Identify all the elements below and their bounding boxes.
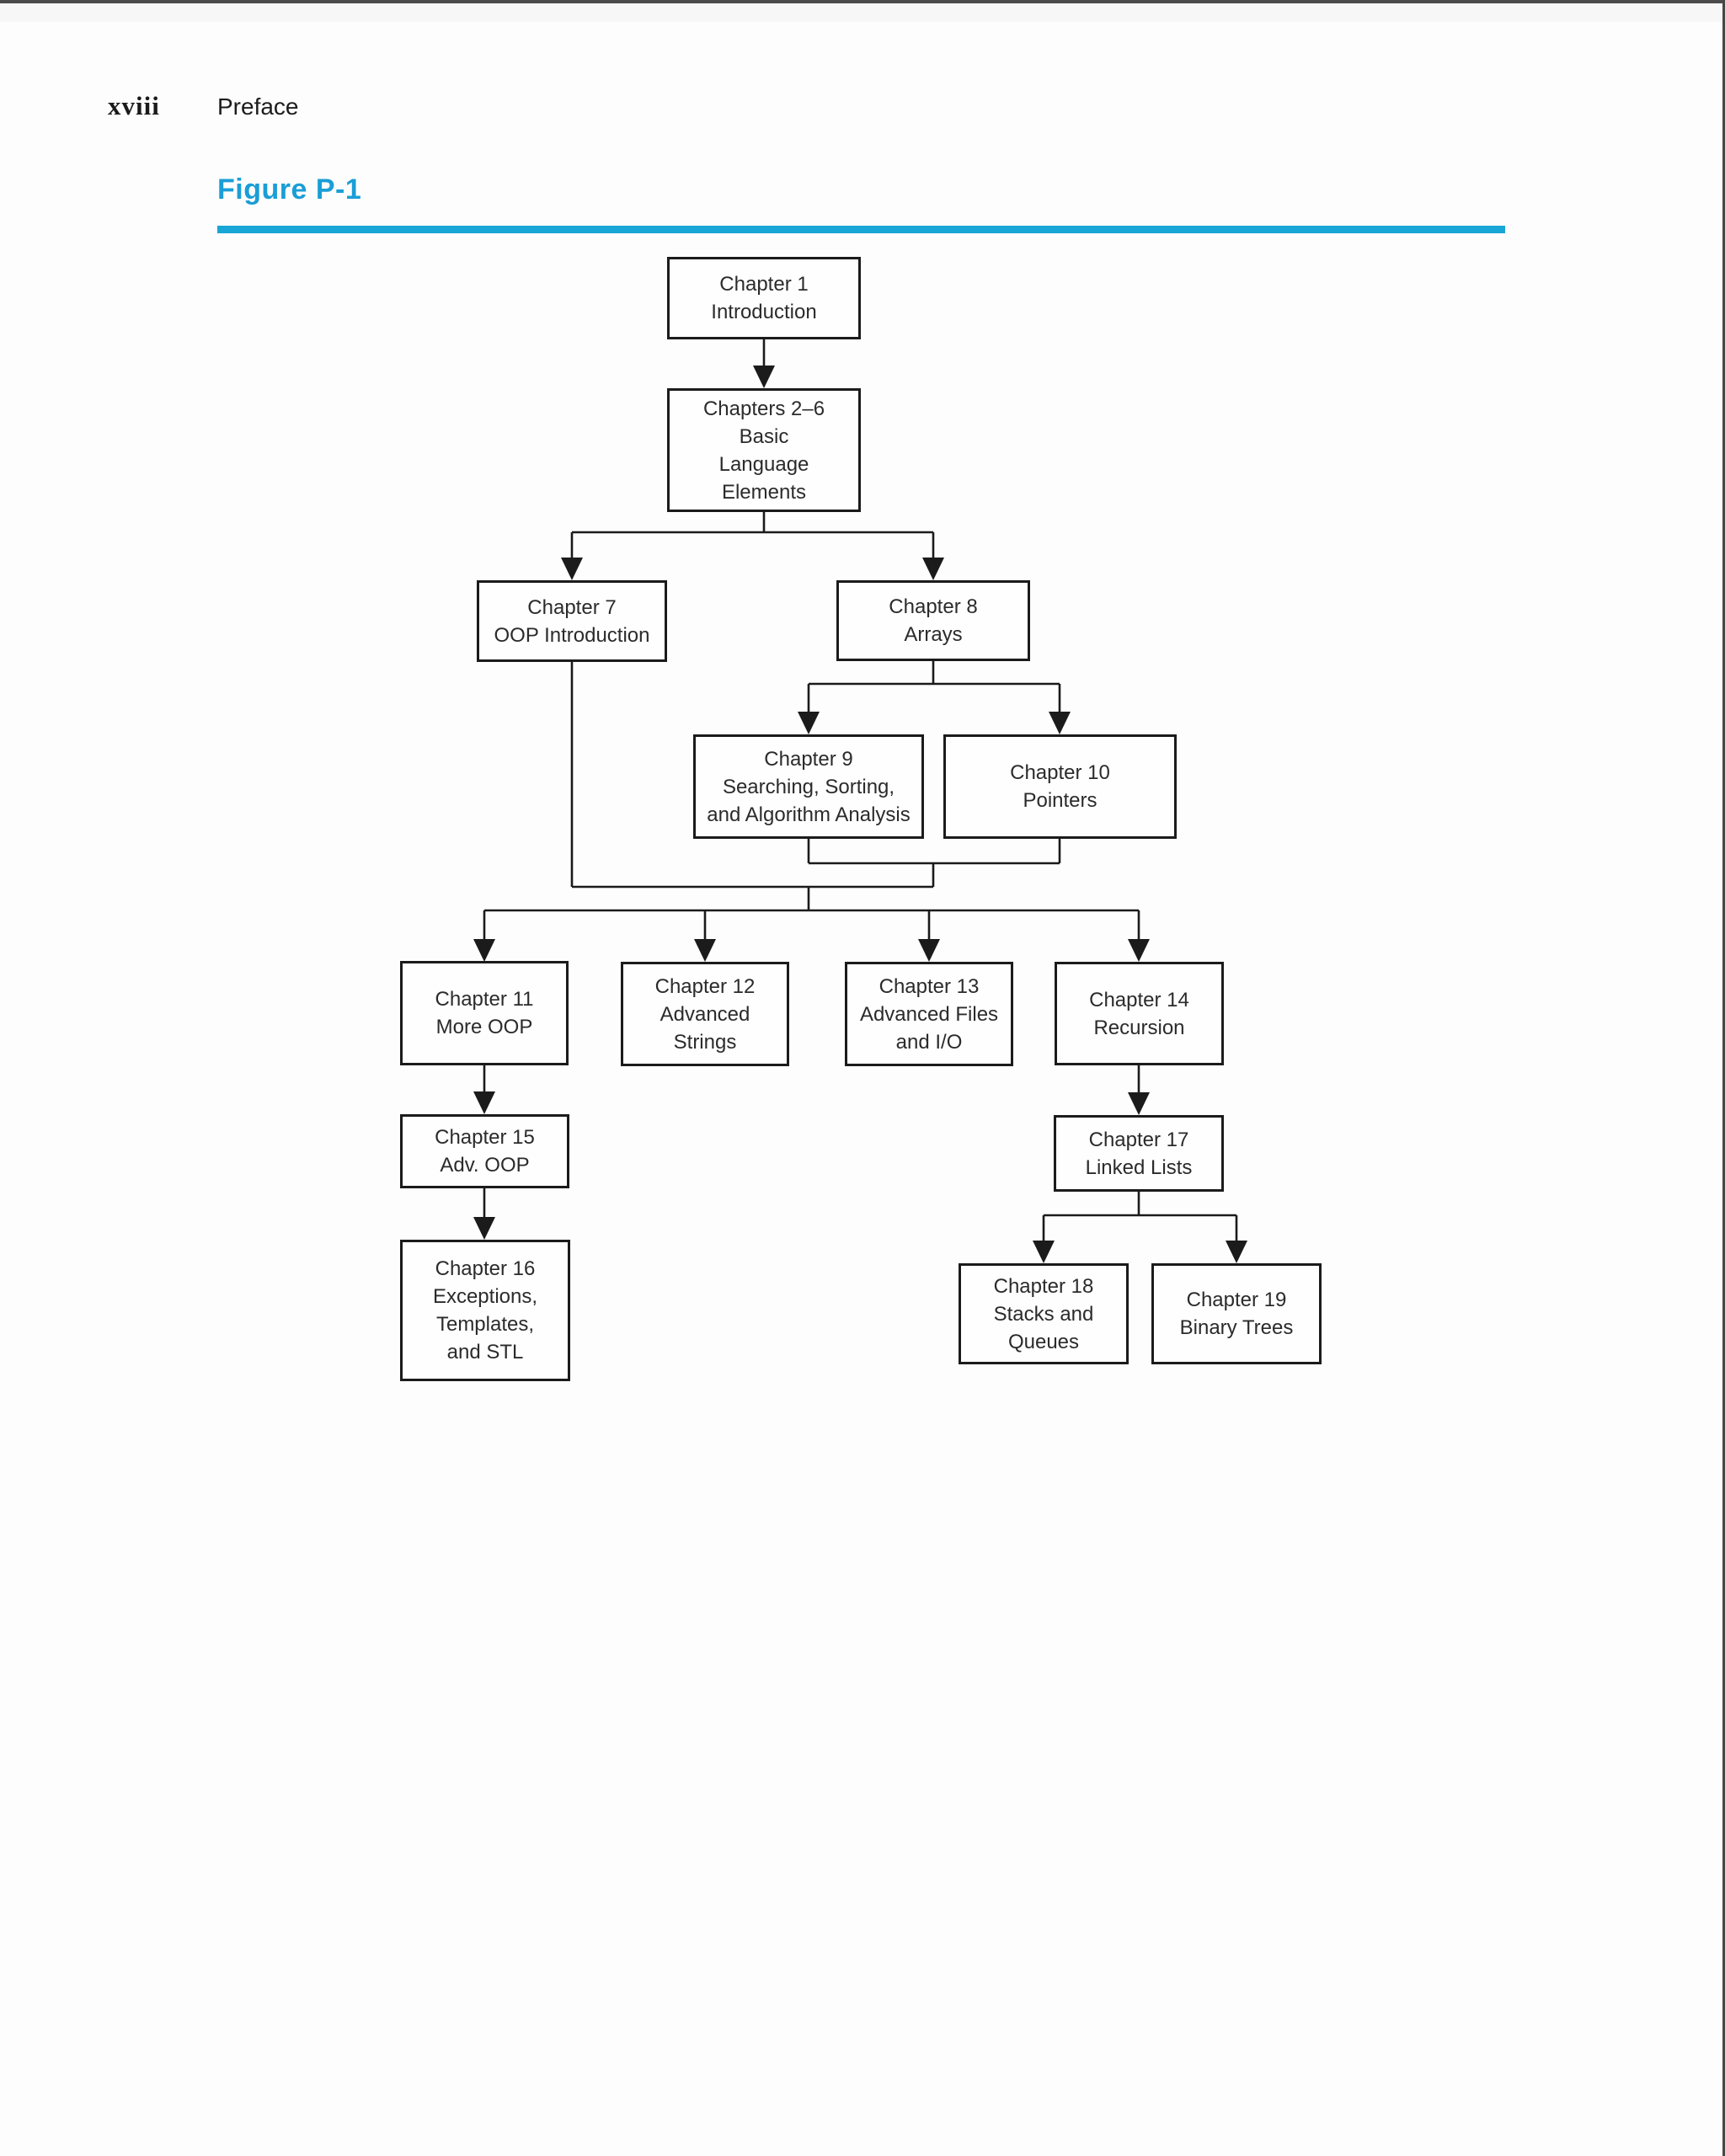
box-label-line: Adv. OOP: [440, 1154, 530, 1177]
box-label-line: Chapter 19: [1186, 1289, 1287, 1311]
box-label-line: Language: [718, 452, 809, 476]
box-label-line: More OOP: [435, 1016, 533, 1038]
flowchart-box-chapter-7: Chapter 7 OOP Introduction: [477, 580, 667, 662]
box-label-line: and STL: [446, 1341, 524, 1364]
box-label-line: and Algorithm Analysis: [707, 803, 911, 826]
header-title: Preface: [217, 93, 299, 120]
box-label-line: Chapters 2–6: [702, 397, 825, 420]
page-top-edge: [0, 0, 1725, 3]
flowchart-box-chapter-16: Chapter 16 Exceptions, Templates, and ST…: [400, 1240, 570, 1381]
flowchart-box-chapter-1: Chapter 1 Introduction: [667, 257, 861, 339]
flowchart-box-chapter-12: Chapter 12 Advanced Strings: [621, 962, 789, 1066]
flowchart-box-chapter-10: Chapter 10 Pointers: [943, 734, 1177, 839]
box-label-line: Exceptions,: [432, 1285, 538, 1308]
box-label-line: Pointers: [1023, 789, 1097, 812]
box-label-line: Stacks and: [993, 1302, 1094, 1326]
box-label-line: Linked Lists: [1085, 1155, 1193, 1179]
flowchart-box-chapter-15: Chapter 15 Adv. OOP: [400, 1114, 569, 1188]
flowchart-box-chapter-17: Chapter 17 Linked Lists: [1054, 1115, 1224, 1192]
box-label-line: Elements: [721, 480, 807, 504]
page-right-edge: [1722, 0, 1725, 2156]
box-label-line: Searching, Sorting,: [722, 775, 895, 798]
box-label-line: Chapter 18: [993, 1274, 1094, 1298]
page-number: xviii: [108, 91, 160, 120]
box-label-line: and I/O: [895, 1030, 963, 1054]
box-label-line: Binary Trees: [1179, 1316, 1294, 1339]
box-label-line: Chapter 7: [527, 595, 617, 619]
box-label-line: Introduction: [711, 301, 817, 323]
box-label-line: Chapter 8: [889, 595, 978, 618]
box-label-line: Chapter 10: [1010, 761, 1110, 784]
box-label-line: Chapter 13: [879, 974, 980, 998]
box-label-line: Chapter 12: [654, 974, 756, 998]
box-label-line: Chapter 16: [435, 1257, 536, 1280]
box-label-line: Strings: [673, 1030, 737, 1054]
box-label-line: Chapter 17: [1088, 1128, 1189, 1151]
box-label-line: Templates,: [435, 1313, 535, 1336]
flowchart-box-chapter-9: Chapter 9 Searching, Sorting, and Algori…: [693, 734, 924, 839]
flowchart-box-chapter-18: Chapter 18 Stacks and Queues: [959, 1263, 1129, 1364]
box-label-line: Chapter 9: [764, 747, 853, 771]
box-label-line: Recursion: [1093, 1016, 1185, 1039]
flowchart-box-chapter-14: Chapter 14 Recursion: [1055, 962, 1224, 1065]
box-label-line: Chapter 15: [435, 1126, 535, 1149]
box-label-line: Advanced Files: [859, 1002, 999, 1026]
box-label-line: OOP Introduction: [494, 623, 650, 647]
box-label-line: Chapter 1: [719, 273, 809, 296]
flowchart-box-chapter-19: Chapter 19 Binary Trees: [1151, 1263, 1322, 1364]
figure-label: Figure P-1: [217, 173, 362, 205]
box-label-line: Arrays: [904, 623, 963, 646]
figure-rule: [217, 226, 1505, 233]
box-label-line: Advanced: [660, 1002, 750, 1026]
box-label-line: Chapter 11: [435, 988, 534, 1011]
flowchart-box-chapter-11: Chapter 11 More OOP: [400, 961, 569, 1065]
page-top-band: [0, 3, 1725, 22]
box-label-line: Chapter 14: [1089, 988, 1189, 1011]
flowchart-box-chapters-2-6: Chapters 2–6 Basic Language Elements: [667, 388, 861, 512]
box-label-line: Basic: [739, 424, 789, 448]
flowchart-box-chapter-13: Chapter 13 Advanced Files and I/O: [845, 962, 1013, 1066]
flowchart-box-chapter-8: Chapter 8 Arrays: [836, 580, 1030, 661]
box-label-line: Queues: [1007, 1330, 1080, 1353]
